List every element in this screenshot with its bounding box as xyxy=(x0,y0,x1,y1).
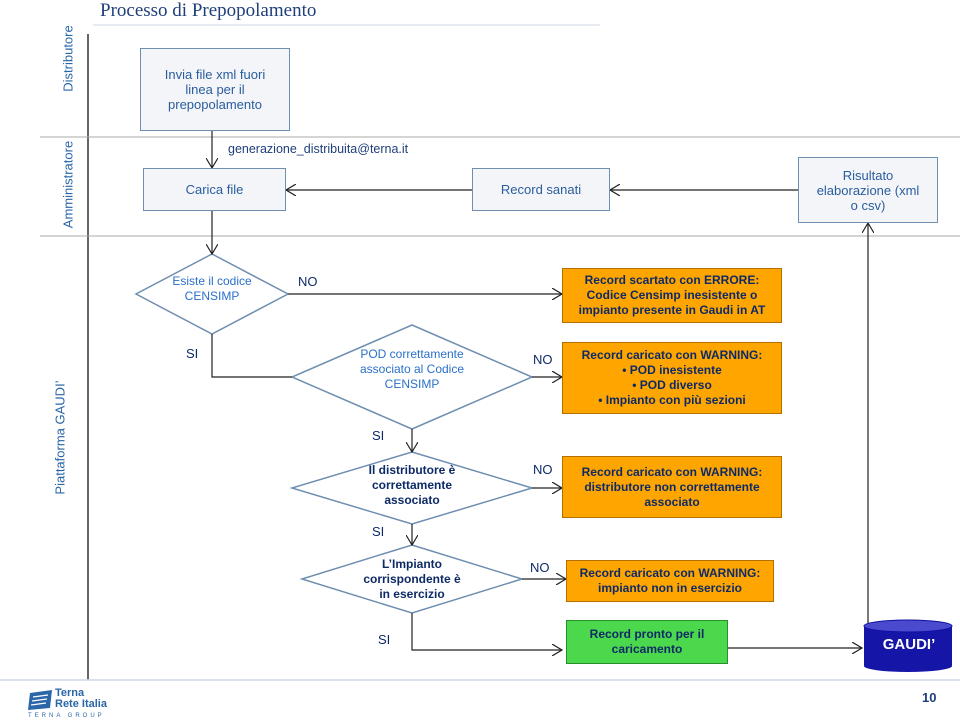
label-si-censimp: SI xyxy=(186,346,199,361)
label-no-censimp: NO xyxy=(298,274,318,289)
gaudi-label: GAUDI’ xyxy=(882,636,936,653)
label-no-pod: NO xyxy=(533,352,553,367)
decision-pod-text: POD correttamente associato al Codice CE… xyxy=(359,347,465,391)
box-invia-file: Invia file xml fuori linea per il prepop… xyxy=(140,48,290,131)
connector-censimp-pod xyxy=(211,334,292,378)
box-warning-pod: Record caricato con WARNING: • POD inesi… xyxy=(562,342,782,414)
warning-pod-item: • POD diverso xyxy=(632,378,712,392)
warning-pod-item: • Impianto con più sezioni xyxy=(598,393,746,407)
label-si-pod: SI xyxy=(372,428,385,443)
label-si-distributore: SI xyxy=(372,524,385,539)
arrow-impianto-pronto xyxy=(411,613,562,650)
page-number: 10 xyxy=(922,690,937,705)
warning-pod-item: • POD inesistente xyxy=(622,363,722,377)
page-title: Processo di Prepopolamento xyxy=(100,0,317,21)
box-record-sanati: Record sanati xyxy=(472,168,610,211)
decision-impianto-text: L’Impianto corrispondente è in esercizio xyxy=(363,557,461,601)
box-risultato: Risultato elaborazione (xml o csv) xyxy=(798,157,938,223)
warning-pod-list: • POD inesistente • POD diverso • Impian… xyxy=(598,363,746,408)
decision-distributore-text: Il distributore è correttamente associat… xyxy=(368,463,456,507)
email-address: generazione_distribuita@terna.it xyxy=(228,142,409,156)
box-warning-impianto: Record caricato con WARNING: impianto no… xyxy=(566,560,774,602)
logo-line1: Terna xyxy=(55,687,85,699)
box-record-errore: Record scartato con ERRORE: Codice Censi… xyxy=(562,268,782,323)
box-warning-distributore: Record caricato con WARNING: distributor… xyxy=(562,456,782,518)
logo-line2: Rete Italia xyxy=(55,698,107,710)
label-no-distributore: NO xyxy=(533,462,553,477)
warning-pod-title: Record caricato con WARNING: xyxy=(581,348,763,362)
logo-subtitle: TERNA GROUP xyxy=(28,713,105,719)
gaudi-database-icon xyxy=(863,619,953,672)
terna-logo-icon xyxy=(28,690,52,710)
logo-text: Terna Rete Italia xyxy=(55,688,107,710)
decision-censimp-text: Esiste il codice CENSIMP xyxy=(172,274,252,303)
label-no-impianto: NO xyxy=(530,560,550,575)
box-record-pronto: Record pronto per il caricamento xyxy=(566,620,728,664)
box-carica-file: Carica file xyxy=(143,168,286,211)
label-si-impianto: SI xyxy=(378,632,391,647)
